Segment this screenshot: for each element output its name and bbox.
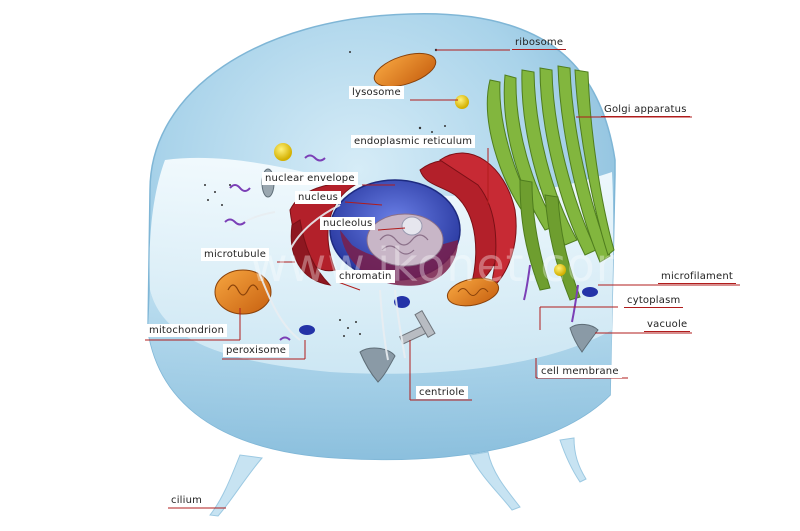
label-cilium: cilium [168,494,206,507]
label-cytoplasm: cytoplasm [624,294,684,308]
label-microtubule: microtubule [201,248,270,261]
label-nuclear-envelope: nuclear envelope [262,172,358,185]
microfilaments [224,154,579,341]
leader-lines [145,49,740,509]
microtubules [231,204,406,361]
label-peroxisome: peroxisome [223,344,290,357]
label-endoplasmic-reticulum: endoplasmic reticulum [351,135,476,148]
label-vacuole: vacuole [644,318,691,332]
label-lysosome: lysosome [349,86,404,99]
label-microfilament: microfilament [658,270,736,284]
label-nucleus: nucleus [295,191,342,204]
label-centriole: centriole [416,386,468,399]
watermark: www.ikonet.com [250,238,642,292]
label-golgi-apparatus: Golgi apparatus [601,103,690,117]
golgi-apparatus [486,65,615,301]
label-ribosome: ribosome [512,36,567,50]
label-mitochondrion: mitochondrion [146,324,228,337]
label-cell-membrane: cell membrane [538,365,622,378]
label-chromatin: chromatin [336,270,395,283]
lysosomes [274,95,566,276]
cilia [209,437,587,517]
mitochondria [214,52,500,315]
label-nucleolus: nucleolus [320,217,376,230]
peroxisomes [299,287,598,335]
